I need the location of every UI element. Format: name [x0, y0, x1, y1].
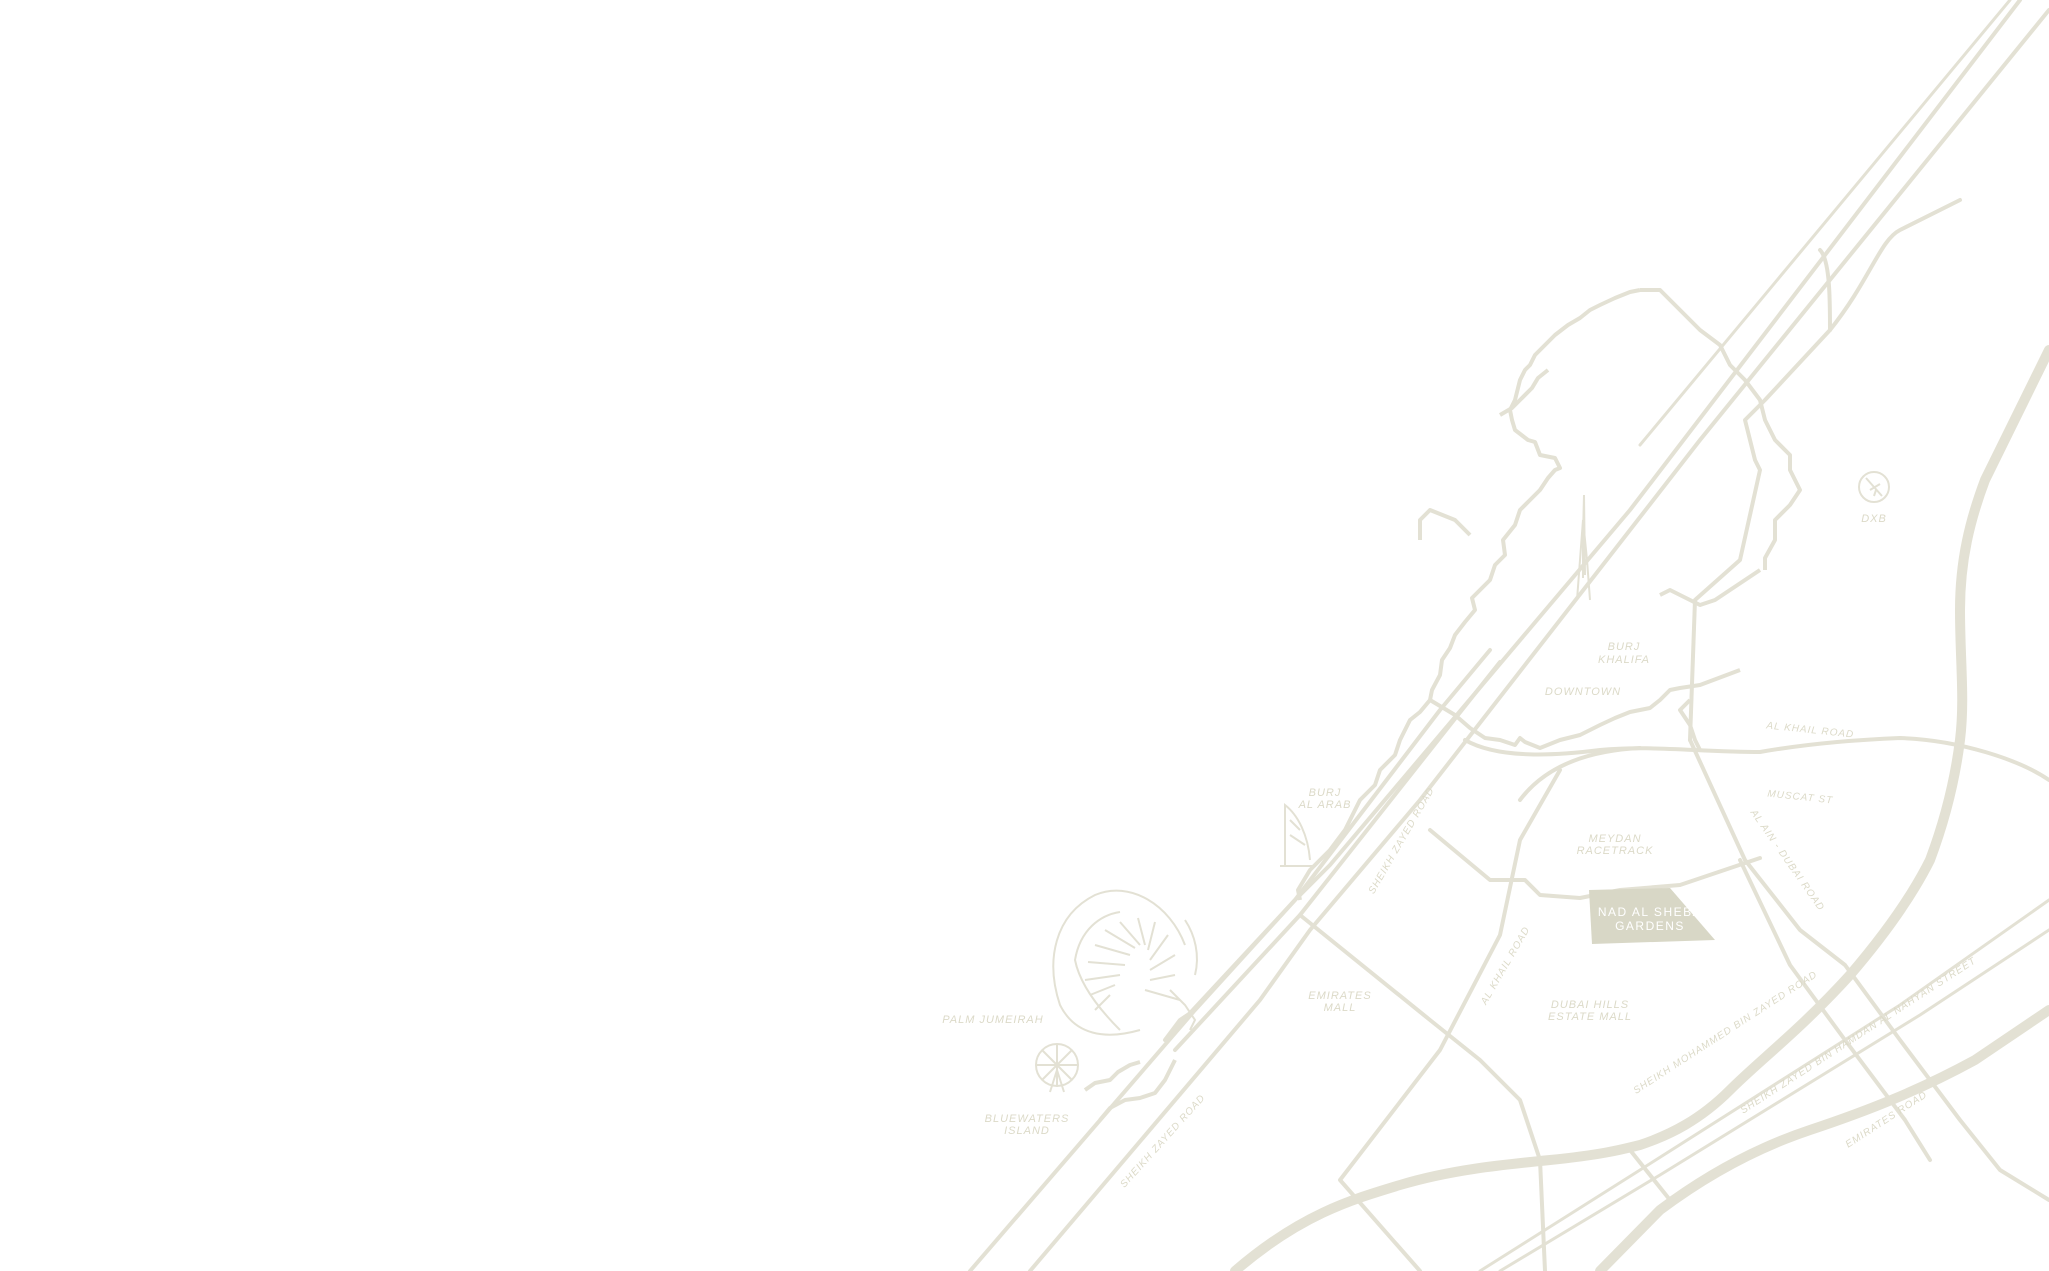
- sheikh-zayed-road: [1163, 648, 1502, 1052]
- coastal-highway: [968, 0, 2049, 1271]
- landmark-labels: DXB BURJ KHALIFA DOWNTOWN BURJ AL ARAB M…: [942, 513, 1887, 1137]
- burj-khalifa-icon: [1576, 494, 1591, 601]
- label-muscat-st: MUSCAT ST: [1767, 789, 1834, 807]
- nad-al-sheba-gardens-area[interactable]: NAD AL SHEBA GARDENS: [1589, 888, 1715, 944]
- label-burj-khalifa-2: KHALIFA: [1598, 654, 1650, 666]
- label-dxb: DXB: [1861, 513, 1887, 525]
- highlight-label-line2: GARDENS: [1615, 919, 1685, 933]
- label-burj-al-arab-1: BURJ: [1309, 787, 1342, 799]
- label-al-khail-road-diag: AL KHAIL ROAD: [1479, 925, 1533, 1008]
- label-palm-jumeirah: PALM JUMEIRAH: [942, 1014, 1043, 1026]
- highlight-label-line1: NAD AL SHEBA: [1598, 905, 1702, 919]
- burj-al-arab-icon: [1280, 802, 1316, 867]
- label-dubai-hills-1: DUBAI HILLS: [1551, 999, 1629, 1011]
- highlight-polygon: [1589, 888, 1715, 944]
- coastline: [1296, 288, 1802, 901]
- label-downtown: DOWNTOWN: [1545, 686, 1621, 698]
- palm-jumeirah-icon: [1052, 889, 1198, 1036]
- label-meydan-1: MEYDAN: [1588, 833, 1641, 845]
- label-dubai-hills-2: ESTATE MALL: [1548, 1011, 1632, 1023]
- label-bluewaters-2: ISLAND: [1004, 1125, 1050, 1137]
- label-bluewaters-1: BLUEWATERS: [985, 1113, 1070, 1125]
- inland-roads: [1230, 198, 2049, 1271]
- label-emirates-mall-1: EMIRATES: [1308, 990, 1371, 1002]
- ferris-wheel-icon: [1035, 1043, 1079, 1093]
- label-al-khail-road: AL KHAIL ROAD: [1765, 720, 1855, 740]
- label-meydan-2: RACETRACK: [1577, 845, 1654, 857]
- label-sheikh-zayed-road-lower: SHEIKH ZAYED ROAD: [1118, 1093, 1207, 1190]
- label-sheikh-zayed-road-upper: SHEIKH ZAYED ROAD: [1367, 785, 1437, 896]
- label-burj-khalifa-1: BURJ: [1608, 641, 1641, 653]
- label-emirates-mall-2: MALL: [1324, 1002, 1357, 1014]
- label-zayed-bin-hamdan: SHEIKH ZAYED BIN HAMDAN AL NAHYAN STREET: [1739, 955, 1979, 1116]
- airplane-icon: [1858, 471, 1890, 503]
- label-burj-al-arab-2: AL ARAB: [1298, 799, 1352, 811]
